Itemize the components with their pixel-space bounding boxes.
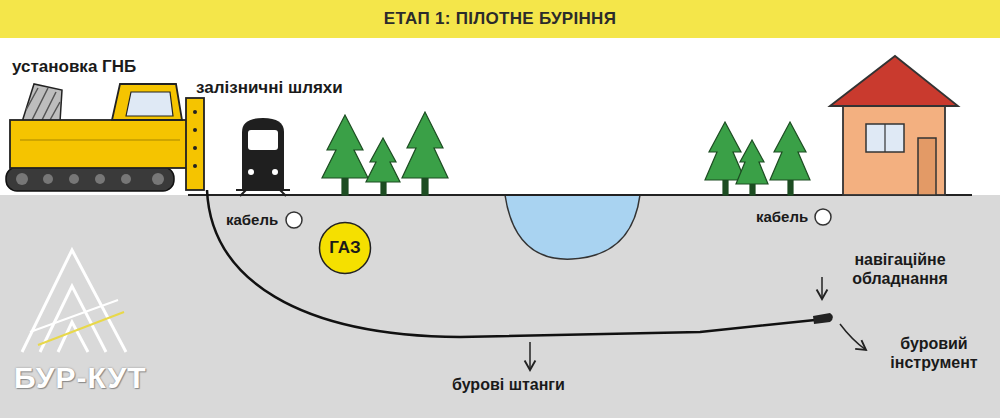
cable-symbol	[815, 209, 831, 225]
logo-text-box: БУР-КУТ	[14, 360, 147, 396]
pipe-circle-shape	[320, 223, 371, 274]
ground	[0, 195, 1000, 418]
leader-arrow	[840, 324, 866, 350]
equipment-label-box: навігаційне обладнання	[834, 250, 966, 288]
cable-label-box: кабель	[226, 211, 278, 229]
drill-rods	[207, 190, 815, 337]
equipment-label: навігаційне обладнання	[852, 251, 948, 287]
logo-mark	[22, 250, 126, 352]
tool-label: буровий інструмент	[890, 335, 977, 371]
cable-label: кабель	[226, 211, 278, 228]
cable-symbol	[286, 212, 302, 228]
cable-label: кабель	[756, 208, 808, 225]
pipe-label: ГАЗ	[329, 238, 361, 258]
diagram-title: ЕТАП 1: ПІЛОТНЕ БУРІННЯ	[384, 9, 616, 29]
house	[830, 56, 958, 195]
tool-label-box: буровий інструмент	[878, 334, 990, 372]
leader-arrow	[821, 277, 823, 299]
railway-label-box: залізничні шляхи	[196, 78, 343, 98]
train	[236, 118, 290, 196]
rods-label-box: бурові штанги	[452, 375, 565, 394]
rods-label: бурові штанги	[452, 376, 565, 393]
drill-tool	[813, 313, 833, 324]
machine-label: установка ГНБ	[12, 57, 136, 76]
cable-label-box: кабель	[756, 208, 808, 226]
leader-arrow	[529, 342, 531, 370]
railway-label: залізничні шляхи	[196, 78, 343, 97]
trees	[322, 112, 810, 195]
logo-text: БУР-КУТ	[14, 361, 147, 394]
machine-label-box: установка ГНБ	[12, 57, 136, 77]
title-band: ЕТАП 1: ПІЛОТНЕ БУРІННЯ	[0, 0, 1000, 38]
drill-rig	[6, 84, 204, 191]
pipe-circle: ГАЗ	[318, 221, 372, 275]
pond	[505, 195, 640, 259]
